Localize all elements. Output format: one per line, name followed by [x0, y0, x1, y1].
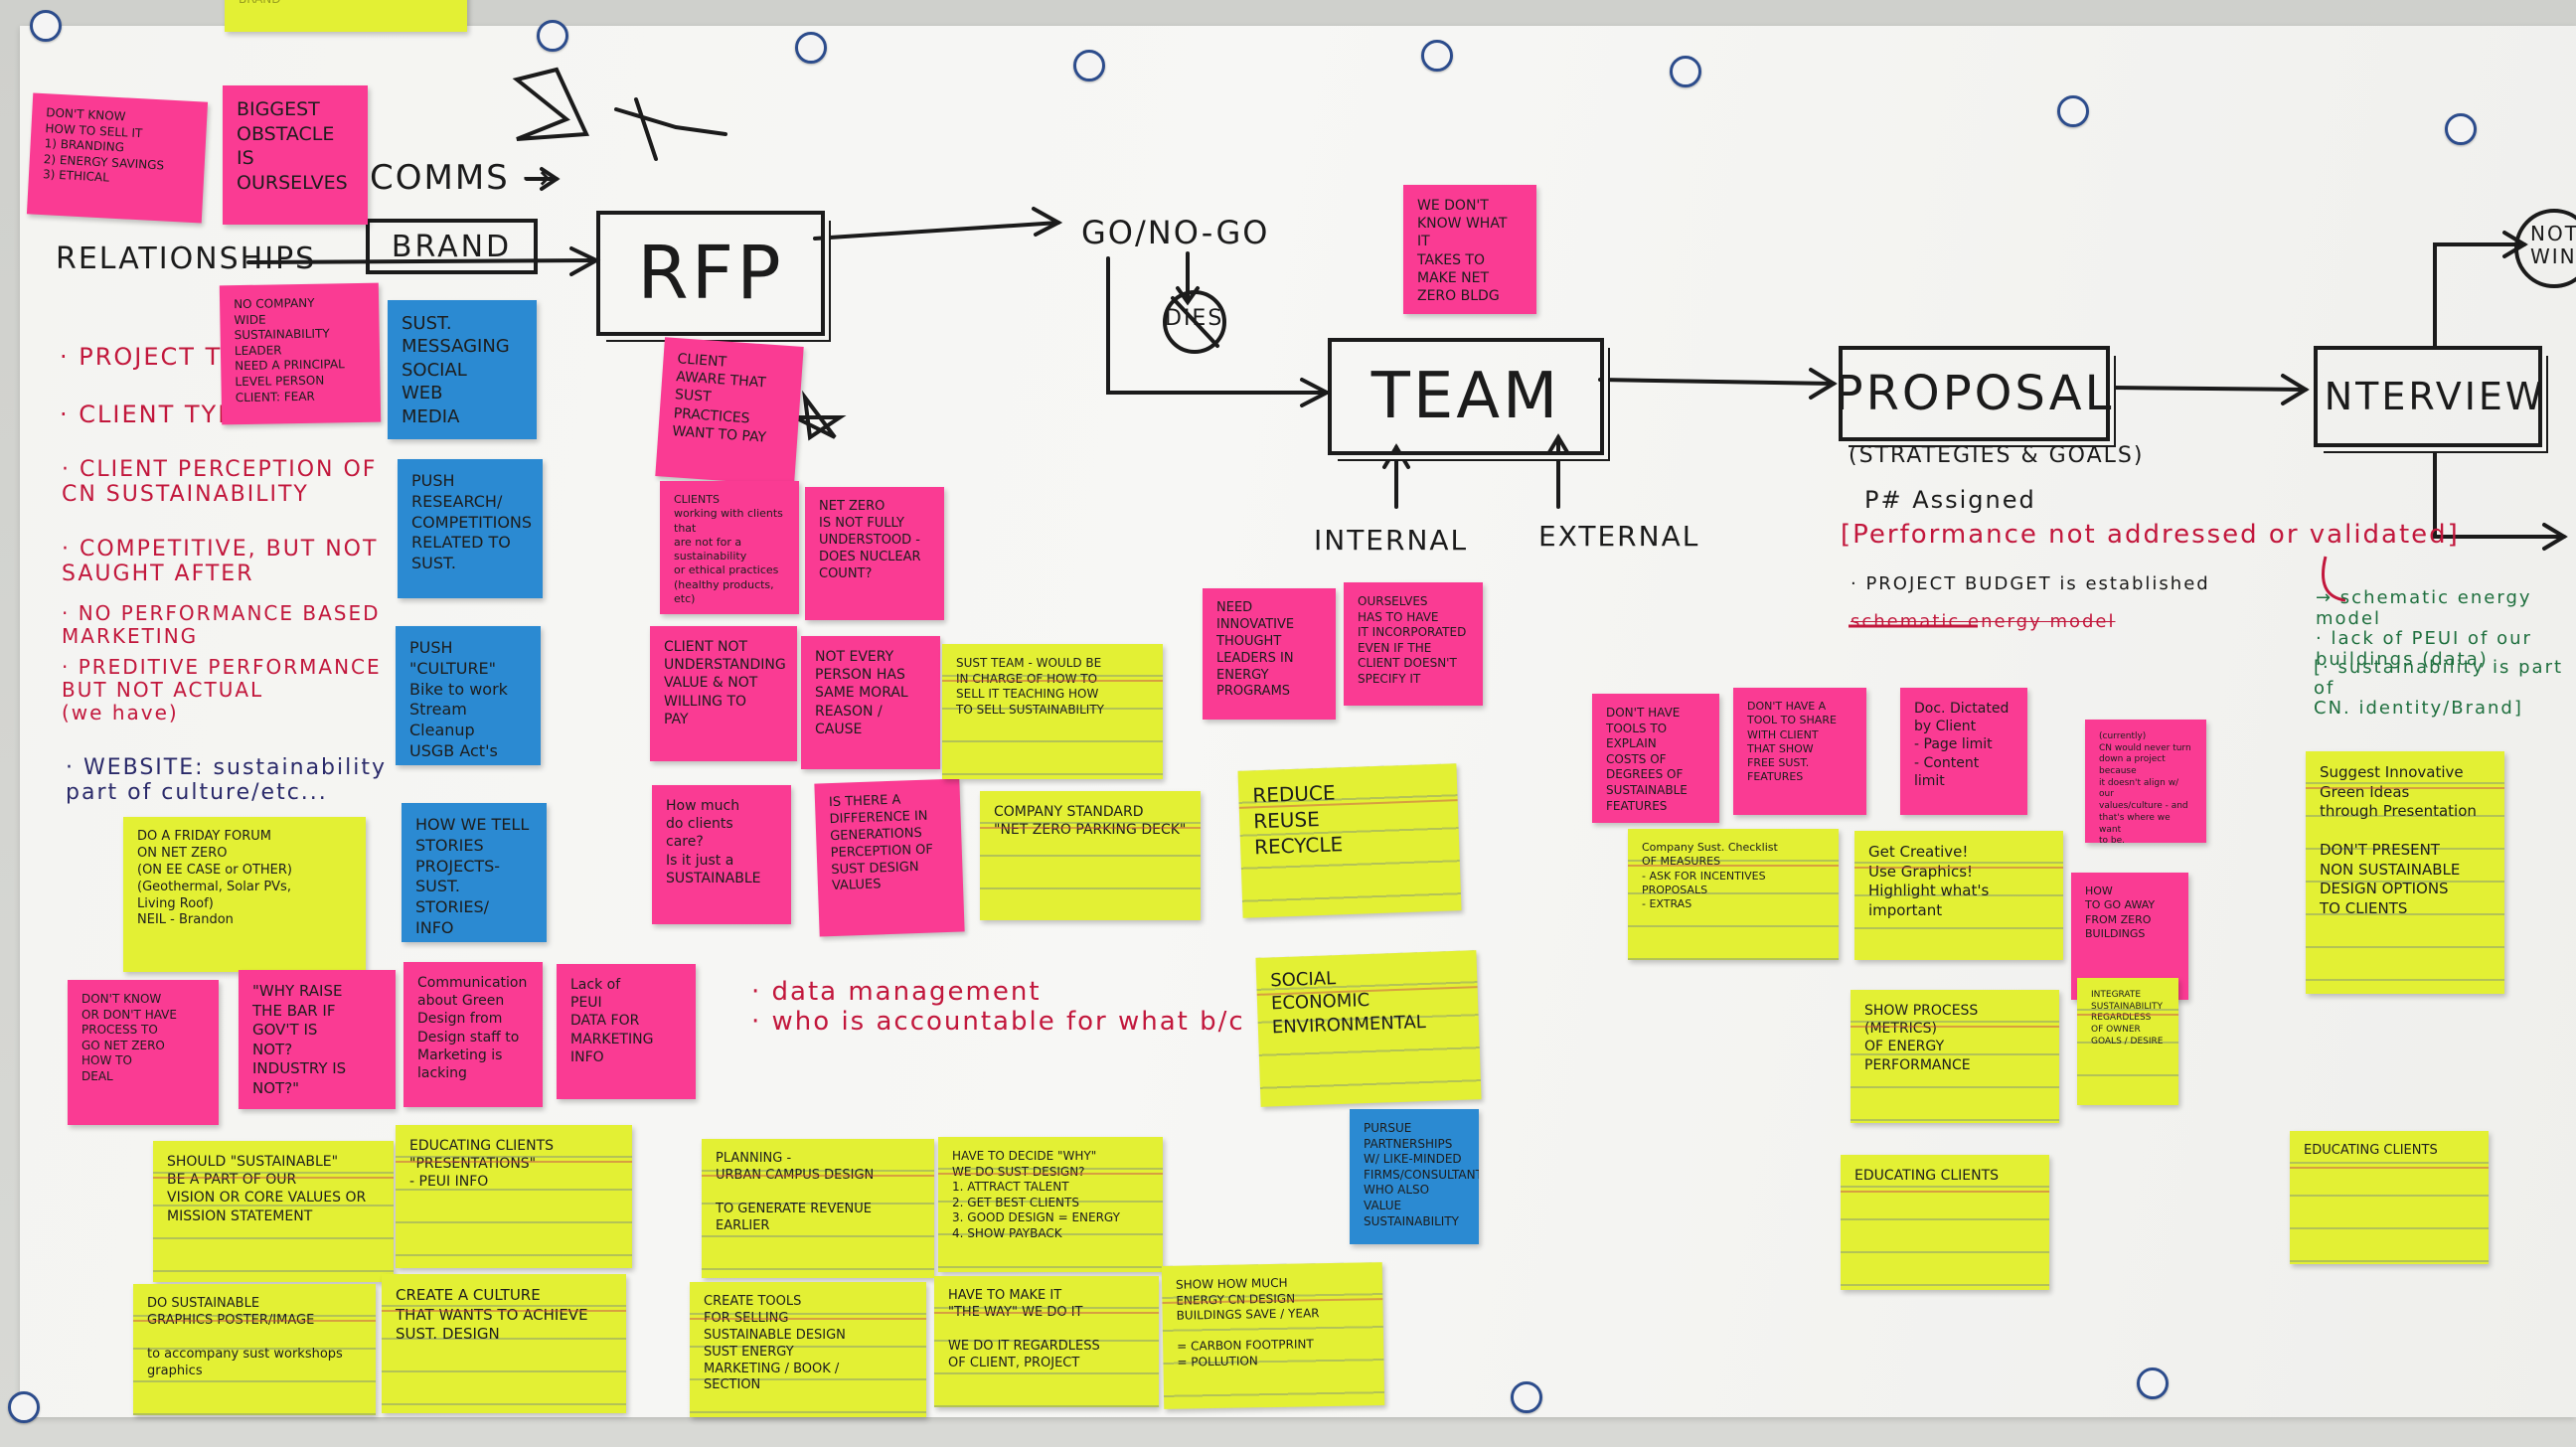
sustainability-identity-note: [· sustainability is part of CN. identit… — [2314, 657, 2564, 720]
sticky-do-sustainable-graphics: DO SUSTAINABLE GRAPHICS POSTER/IMAGE to … — [133, 1284, 376, 1415]
predictive-note: · PREDITIVE PERFORMANCE BUT NOT ACTUAL (… — [62, 655, 382, 724]
sticky-currently: (currently) CN would never turn down a p… — [2085, 720, 2206, 843]
sticky-net-zero-not: NET ZERO IS NOT FULLY UNDERSTOOD - DOES … — [805, 487, 944, 620]
team-box: TEAM — [1328, 338, 1604, 455]
budget-label: · PROJECT BUDGET is established — [1851, 573, 2210, 594]
performance-label: [Performance not addressed or validated] — [1841, 520, 2460, 550]
interview-box: INTERVIEW — [2311, 346, 2542, 447]
magnet-icon — [795, 32, 827, 64]
sticky-social: SOCIAL ECONOMIC ENVIRONMENTAL — [1255, 950, 1482, 1107]
magnet-icon — [537, 20, 568, 52]
sticky-top-partial: BRAND — [225, 0, 467, 32]
sticky-reduce: REDUCE REUSE RECYCLE — [1237, 763, 1462, 918]
sticky-company-checklist: Company Sust. Checklist OF MEASURES - AS… — [1628, 829, 1839, 960]
comms-label: COMMS → — [370, 158, 554, 198]
magnet-icon — [2137, 1367, 2169, 1399]
magnet-icon — [1511, 1381, 1542, 1413]
brand-box: BRAND — [366, 219, 538, 274]
sticky-educating-3: EDUCATING CLIENTS — [2290, 1131, 2489, 1264]
sticky-planning: PLANNING - URBAN CAMPUS DESIGN TO GENERA… — [702, 1139, 934, 1278]
sticky-educating-2: EDUCATING CLIENTS — [1841, 1155, 2049, 1290]
sticky-communication: Communication about Green Design from De… — [403, 962, 543, 1107]
sticky-clients: CLIENTS working with clients that are no… — [660, 481, 799, 614]
sticky-lack-of-peui: Lack of PEUI DATA FOR MARKETING INFO — [557, 964, 696, 1099]
sticky-not-every-person: NOT EVERY PERSON HAS SAME MORAL REASON /… — [801, 636, 940, 769]
sticky-do-a-friday: DO A FRIDAY FORUM ON NET ZERO (ON EE CAS… — [123, 817, 366, 972]
sticky-have-to-decide: HAVE TO DECIDE "WHY" WE DO SUST DESIGN? … — [938, 1137, 1163, 1272]
sticky-suggest-innovative: Suggest Innovative Green Ideas through P… — [2306, 751, 2504, 994]
sticky-get-creative: Get Creative! Use Graphics! Highlight wh… — [1854, 831, 2063, 960]
external-label: EXTERNAL — [1538, 520, 1700, 553]
data-management-note: · data management · who is accountable f… — [751, 977, 1245, 1037]
sticky-integrate: INTEGRATE SUSTAINABILITY REGARDLESS OF O… — [2077, 978, 2178, 1105]
sticky-client-not-understanding: CLIENT NOT UNDERSTANDING VALUE & NOT WIL… — [650, 626, 797, 761]
client-perception-note: · CLIENT PERCEPTION OF CN SUSTAINABILITY — [62, 457, 378, 508]
magnet-icon — [1421, 40, 1453, 72]
sticky-dont-know: DON'T KNOW HOW TO SELL IT 1) BRANDING 2)… — [26, 92, 209, 224]
sticky-we-dont-know: WE DON'T KNOW WHAT IT TAKES TO MAKE NET … — [1403, 185, 1536, 314]
sticky-push-culture: PUSH "CULTURE" Bike to work Stream Clean… — [396, 626, 541, 765]
magnet-icon — [2057, 95, 2089, 127]
sticky-show-process: SHOW PROCESS (METRICS) OF ENERGY PERFORM… — [1851, 990, 2059, 1123]
magnet-icon — [8, 1391, 40, 1423]
sticky-ourselves: OURSELVES HAS TO HAVE IT INCORPORATED EV… — [1344, 582, 1483, 706]
magnet-icon — [2445, 113, 2477, 145]
no-performance-note: · NO PERFORMANCE BASED MARKETING — [62, 601, 381, 648]
website-note: · WEBSITE: sustainability part of cultur… — [66, 755, 388, 806]
rfp-box: RFP — [596, 211, 825, 336]
competitive-note: · COMPETITIVE, BUT NOT SAUGHT AFTER — [62, 537, 379, 587]
proposal-box: PROPOSAL — [1835, 346, 2111, 441]
schematic-note: → schematic energy model · lack of PEUI … — [2316, 587, 2532, 671]
sticky-why-raise: "WHY RAISE THE BAR IF GOV'T IS NOT? INDU… — [239, 970, 396, 1109]
sticky-client-aware: CLIENT AWARE THAT SUST PRACTICES WANT TO… — [655, 337, 804, 486]
sticky-biggest-obstacle: BIGGEST OBSTACLE IS OURSELVES — [223, 85, 368, 225]
sticky-educating-1: EDUCATING CLIENTS "PRESENTATIONS" - PEUI… — [396, 1125, 632, 1268]
magnet-icon — [30, 10, 62, 42]
sticky-how-we-tell: HOW WE TELL STORIES PROJECTS- SUST. STOR… — [402, 803, 547, 942]
sticky-need-innovative: NEED INNOVATIVE THOUGHT LEADERS IN ENERG… — [1203, 588, 1336, 720]
sticky-dont-have-tools: DON'T HAVE TOOLS TO EXPLAIN COSTS OF DEG… — [1592, 694, 1719, 823]
sticky-no-company-leader: NO COMPANY WIDE SUSTAINABILITY LEADER NE… — [219, 282, 382, 425]
sticky-pursue: PURSUE PARTNERSHIPS W/ LIKE-MINDED FIRMS… — [1350, 1109, 1479, 1244]
sticky-dont-know-2: DON'T KNOW OR DON'T HAVE PROCESS TO GO N… — [68, 980, 219, 1125]
sticky-create-tools: CREATE TOOLS FOR SELLING SUSTAINABLE DES… — [690, 1282, 926, 1417]
energy-model-label: schematic energy model — [1851, 611, 2116, 632]
sticky-doc-dictated: Doc. Dictated by Client - Page limit - C… — [1900, 688, 2027, 815]
assigned-label: P# Assigned — [1864, 486, 2036, 514]
magnet-icon — [1670, 56, 1701, 87]
sticky-difference: IS THERE A DIFFERENCE IN GENERATIONS PER… — [814, 778, 965, 937]
sticky-show-how-much: SHOW HOW MUCH ENERGY CN DESIGN BUILDINGS… — [1161, 1262, 1385, 1409]
sticky-sust-messaging: SUST. MESSAGING SOCIAL WEB MEDIA — [388, 300, 537, 439]
sticky-have-to-make: HAVE TO MAKE IT "THE WAY" WE DO IT WE DO… — [934, 1276, 1159, 1407]
sticky-should-sustainable: SHOULD "SUSTAINABLE" BE A PART OF OUR VI… — [153, 1141, 394, 1282]
sticky-push-research: PUSH RESEARCH/ COMPETITIONS RELATED TO S… — [398, 459, 543, 598]
sticky-dont-have-tool-share: DON'T HAVE A TOOL TO SHARE WITH CLIENT T… — [1733, 688, 1866, 815]
go-no-go-label: GO/NO-GO — [1081, 214, 1270, 251]
sticky-create-culture: CREATE A CULTURE THAT WANTS TO ACHIEVE S… — [382, 1274, 626, 1413]
not-win-label: NOT WIN — [2530, 222, 2576, 268]
sticky-sust-team: SUST TEAM - WOULD BE IN CHARGE OF HOW TO… — [942, 644, 1163, 779]
sticky-how-much: How much do clients care? Is it just a S… — [652, 785, 791, 924]
dies-label: DIES — [1165, 306, 1224, 331]
sticky-company-standard: COMPANY STANDARD "NET ZERO PARKING DECK" — [980, 791, 1201, 920]
relationships-label: RELATIONSHIPS — [56, 241, 317, 276]
proposal-subtitle: (STRATEGIES & GOALS) — [1849, 443, 2145, 468]
internal-label: INTERNAL — [1314, 524, 1469, 557]
magnet-icon — [1073, 50, 1105, 81]
